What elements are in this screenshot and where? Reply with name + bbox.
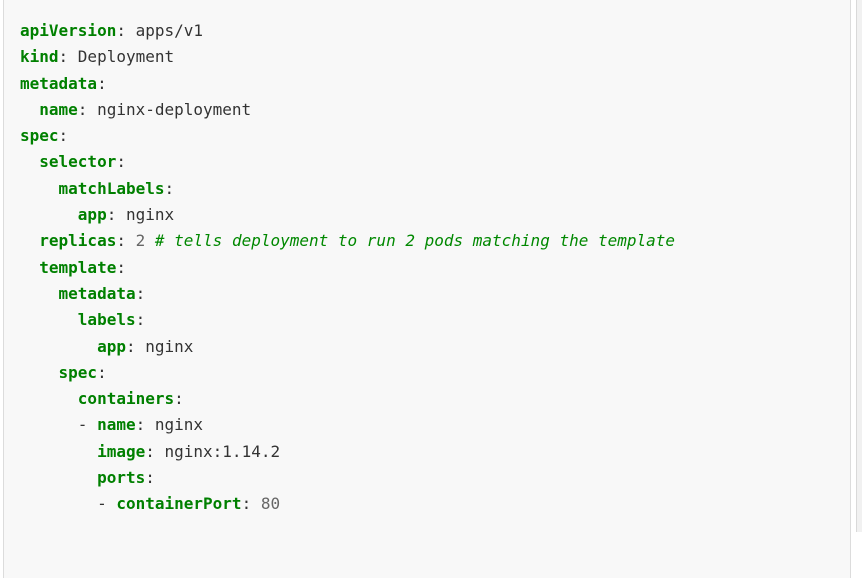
yaml-text: - — [20, 494, 117, 514]
yaml-key: name — [97, 415, 136, 435]
code-line: app: nginx — [20, 202, 850, 228]
yaml-text: : — [164, 178, 175, 198]
yaml-text: : — [116, 152, 126, 172]
yaml-key: metadata — [20, 283, 136, 303]
code-line: matchLabels: — [20, 176, 850, 202]
code-line: template: — [20, 255, 850, 281]
code-line: replicas: 2 # tells deployment to run 2 … — [20, 228, 850, 254]
code-line: metadata: — [20, 71, 850, 97]
yaml-key: containerPort — [116, 494, 242, 514]
yaml-text: : nginx:1.14.2 — [145, 441, 281, 461]
yaml-text: : — [116, 231, 136, 251]
yaml-key: apiVersion — [20, 21, 117, 40]
yaml-text: : apps/v1 — [116, 21, 204, 40]
yaml-text: : — [97, 362, 107, 382]
yaml-text: : — [97, 73, 107, 93]
code-line: selector: — [20, 149, 850, 175]
code-line: containers: — [20, 386, 850, 412]
yaml-text: : — [135, 310, 146, 330]
yaml-text: : — [241, 494, 261, 514]
code-line: kind: Deployment — [20, 44, 850, 70]
yaml-text: : nginx — [106, 205, 175, 225]
code-line: labels: — [20, 307, 850, 333]
code-line: image: nginx:1.14.2 — [20, 439, 850, 465]
yaml-text: : nginx-deployment — [77, 99, 252, 119]
yaml-key: kind — [20, 47, 59, 67]
yaml-text: : — [174, 389, 184, 409]
page-scrollbar[interactable] — [856, 0, 862, 532]
yaml-key: image — [20, 441, 146, 461]
yaml-number: 80 — [260, 494, 281, 514]
code-line: ports: — [20, 465, 850, 491]
yaml-key: metadata — [20, 73, 98, 93]
yaml-text: : Deployment — [58, 47, 175, 67]
code-line: - name: nginx — [20, 412, 850, 438]
code-line: metadata: — [20, 281, 850, 307]
yaml-key: replicas — [20, 231, 117, 251]
yaml-number: 2 — [135, 231, 146, 251]
code-line: name: nginx-deployment — [20, 97, 850, 123]
yaml-text — [145, 231, 155, 250]
yaml-key: spec — [20, 126, 59, 146]
yaml-text: : nginx — [125, 336, 194, 356]
yaml-text: : nginx — [135, 415, 204, 435]
code-line: app: nginx — [20, 334, 850, 360]
yaml-key: app — [20, 205, 107, 225]
yaml-key: template — [20, 257, 117, 277]
yaml-key: matchLabels — [20, 178, 165, 198]
yaml-key: ports — [20, 468, 146, 488]
code-line: apiVersion: apps/v1 — [20, 18, 850, 44]
yaml-text: : — [135, 283, 146, 303]
yaml-key: containers — [20, 389, 175, 409]
yaml-text: : — [145, 468, 155, 488]
yaml-text: : — [116, 257, 126, 277]
code-line: - containerPort: 80 — [20, 491, 850, 517]
yaml-comment: # tells deployment to run 2 pods matchin… — [154, 231, 676, 251]
yaml-key: spec — [20, 362, 98, 382]
yaml-text: : — [58, 126, 69, 146]
code-line: spec: — [20, 360, 850, 386]
yaml-key: app — [20, 336, 126, 356]
yaml-key: name — [20, 99, 78, 119]
yaml-text: - — [20, 415, 98, 435]
yaml-key: labels — [20, 310, 136, 330]
yaml-key: selector — [20, 152, 117, 172]
code-line: spec: — [20, 123, 850, 149]
